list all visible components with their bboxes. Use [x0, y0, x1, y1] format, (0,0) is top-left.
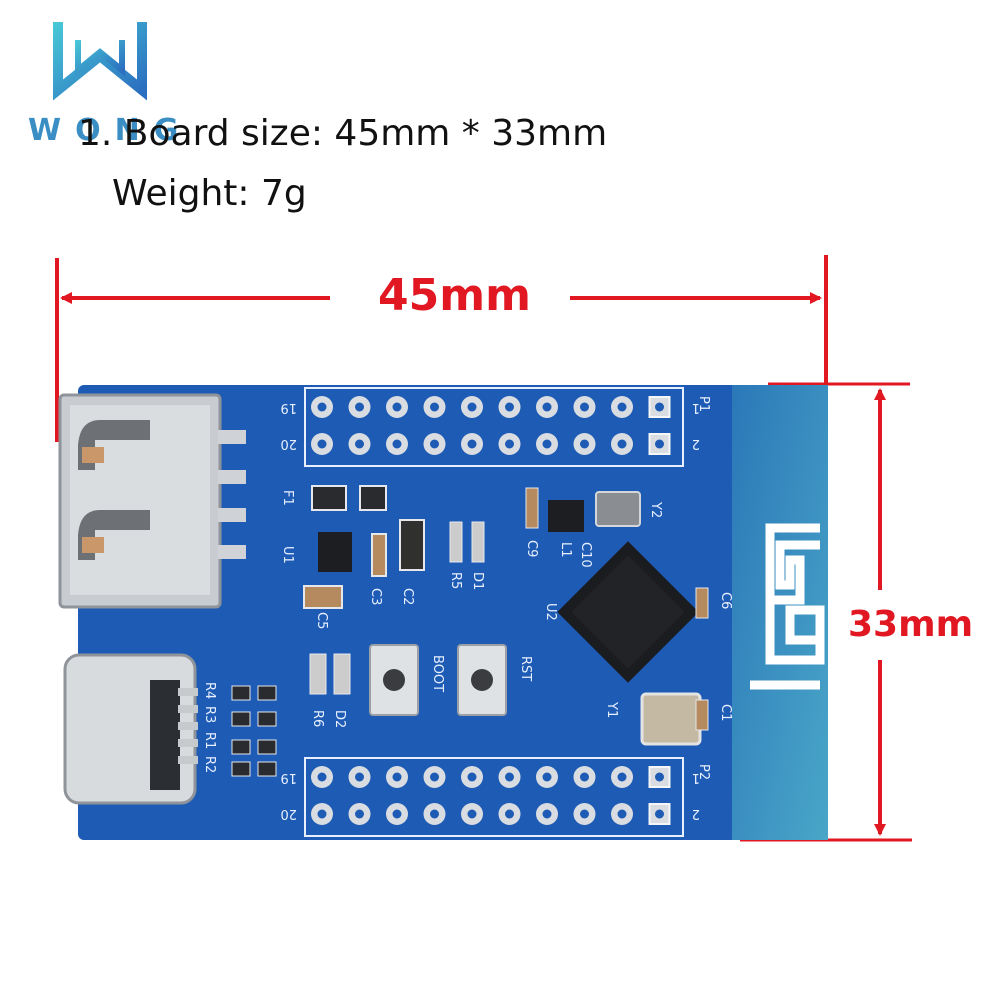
spec-text: 1. Board size: 45mm * 33mm Weight: 7g — [78, 104, 607, 224]
header-pin-hole — [580, 772, 589, 782]
svg-text:D2: D2 — [332, 710, 347, 728]
svg-text:C10: C10 — [578, 542, 593, 568]
header-pin-hole — [317, 439, 327, 449]
svg-text:D1: D1 — [470, 572, 485, 590]
header-pin-hole — [655, 439, 664, 449]
svg-text:C1: C1 — [718, 704, 733, 721]
header-pin-hole — [505, 402, 514, 412]
boot-button: BOOT — [369, 644, 445, 716]
header-top-right-label-2: 2 — [692, 436, 700, 451]
usb-a-connector — [58, 393, 246, 609]
mcu-chip: U2 — [543, 541, 699, 683]
crystal-y1: Y1 — [604, 692, 702, 746]
header-pin-hole — [580, 809, 589, 819]
header-pin-hole — [617, 772, 627, 782]
header-pin-hole — [617, 402, 627, 412]
svg-text:C9: C9 — [524, 540, 539, 557]
svg-text:Y2: Y2 — [648, 501, 663, 518]
header-pin-hole — [392, 809, 402, 819]
usb-c-connector — [63, 653, 198, 805]
header-pin-hole — [467, 402, 477, 412]
header-pin-hole — [617, 439, 627, 449]
svg-text:U1: U1 — [280, 546, 295, 564]
header-pin-hole — [505, 439, 514, 449]
header-bottom-left-label-1: 19 — [280, 770, 297, 785]
header-pin-hole — [430, 772, 439, 782]
header-pin-hole — [430, 809, 439, 819]
svg-text:R6: R6 — [310, 710, 325, 727]
svg-text:F1: F1 — [280, 490, 295, 506]
header-pin-hole — [542, 772, 552, 782]
header-top-right-label-1: 1 — [692, 400, 700, 415]
header-pin-hole — [467, 809, 477, 819]
width-label: 45mm — [378, 270, 531, 321]
brand-logo: WONG — [28, 22, 192, 148]
rst-button: RST — [457, 644, 533, 716]
weight-line: Weight: 7g — [112, 173, 307, 214]
pcb-board: 19 20 1 2 P1 19 20 1 2 P2 U2 Y2 — [58, 385, 828, 840]
svg-text:C3: C3 — [368, 588, 383, 605]
header-pin-hole — [430, 439, 439, 449]
header-pin-hole — [580, 439, 589, 449]
header-pin-hole — [655, 809, 664, 819]
header-bottom-name: P2 — [696, 764, 711, 780]
header-pin-hole — [355, 809, 364, 819]
header-bottom-right-label-2: 2 — [692, 806, 700, 821]
header-pin-hole — [505, 809, 514, 819]
svg-text:R5: R5 — [448, 572, 463, 589]
height-label: 33mm — [848, 604, 974, 645]
header-top-left-label-1: 19 — [280, 400, 297, 415]
header-pin-hole — [580, 402, 589, 412]
logo-w-mark — [53, 22, 147, 101]
header-pin-hole — [430, 402, 439, 412]
svg-text:R3: R3 — [202, 706, 217, 723]
header-pin-hole — [655, 402, 664, 412]
header-pin-hole — [467, 439, 477, 449]
header-pin-hole — [355, 439, 364, 449]
logo-text: WONG — [28, 113, 192, 148]
header-bottom-left-label-2: 20 — [280, 806, 297, 821]
board-size-line: 1. Board size: 45mm * 33mm — [78, 113, 608, 154]
header-top: 19 20 1 2 P1 — [280, 387, 711, 467]
svg-text:R4: R4 — [202, 682, 217, 699]
svg-text:R1: R1 — [202, 732, 217, 749]
rst-button-label: RST — [518, 656, 533, 681]
svg-text:C2: C2 — [400, 588, 415, 605]
header-top-name: P1 — [696, 396, 711, 412]
header-bottom-right-label-1: 1 — [692, 770, 700, 785]
header-pin-hole — [542, 439, 552, 449]
header-pin-hole — [392, 772, 402, 782]
header-pin-hole — [542, 402, 552, 412]
header-pin-hole — [505, 772, 514, 782]
header-pin-hole — [392, 439, 402, 449]
header-pin-hole — [317, 809, 327, 819]
header-top-left-label-2: 20 — [280, 436, 297, 451]
header-pin-hole — [655, 772, 664, 782]
header-pin-hole — [317, 772, 327, 782]
header-pin-hole — [542, 809, 552, 819]
header-pin-hole — [355, 772, 364, 782]
svg-text:R2: R2 — [202, 756, 217, 773]
header-pin-hole — [467, 772, 477, 782]
mcu-label: U2 — [543, 603, 558, 621]
boot-button-label: BOOT — [430, 655, 445, 692]
svg-text:C5: C5 — [314, 612, 329, 629]
header-pin-hole — [617, 809, 627, 819]
header-pin-hole — [355, 402, 364, 412]
component-labels: F1 U1 C3 C2 C5 R5 D1 C9 L1 C10 C6 C1 R4 … — [202, 490, 733, 773]
header-bottom: 19 20 1 2 P2 — [280, 757, 711, 837]
small-components — [231, 485, 709, 777]
crystal-y2: Y2 — [595, 491, 663, 527]
antenna-trace — [750, 523, 825, 690]
svg-text:Y1: Y1 — [604, 701, 619, 718]
svg-text:C6: C6 — [718, 592, 733, 609]
header-pin-hole — [317, 402, 327, 412]
header-pin-hole — [392, 402, 402, 412]
svg-text:L1: L1 — [558, 542, 573, 558]
